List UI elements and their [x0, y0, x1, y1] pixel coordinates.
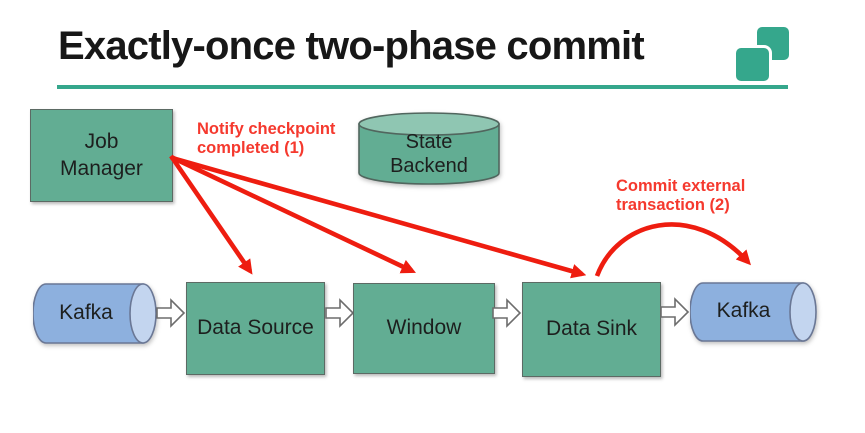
- node-window: Window: [353, 283, 495, 374]
- node-kafka-source: Kafka: [33, 283, 157, 344]
- node-kafka-sink: Kafka: [690, 282, 817, 342]
- block-arrow-right-icon: [492, 298, 522, 328]
- pipe-cylinder-icon: [33, 283, 157, 344]
- node-label-line: Backend: [390, 155, 468, 178]
- logo-overlapping-squares-icon: [736, 27, 790, 82]
- annotation-line: Commit external: [616, 177, 746, 195]
- node-data-source: Data Source: [186, 282, 325, 375]
- block-arrow-right-icon: [660, 297, 690, 327]
- block-arrow-right-icon: [325, 298, 355, 328]
- block-arrow-right-icon: [156, 298, 186, 328]
- arrow-commit-data-sink-to-kafka: [594, 222, 751, 277]
- node-label-line: Job: [84, 130, 119, 154]
- logo-square-front: [736, 48, 769, 81]
- annotation-line: transaction (2): [616, 196, 730, 215]
- node-label: Kafka: [716, 299, 771, 322]
- node-data-sink: Data Sink: [522, 282, 661, 377]
- pipe-cylinder-icon: [690, 282, 817, 342]
- arrow-notify-to-data-source: [169, 154, 253, 275]
- slide-title: Exactly-once two-phase commit: [58, 24, 645, 68]
- node-label: Kafka: [59, 301, 113, 324]
- node-label: Data Source: [197, 316, 314, 340]
- annotation-line: completed (1): [197, 139, 305, 158]
- node-label-line: State: [405, 131, 453, 153]
- node-state-backend: State Backend: [358, 112, 500, 186]
- node-label-line: Manager: [60, 156, 143, 180]
- annotation-commit-external: Commit external transaction (2): [616, 177, 745, 216]
- node-job-manager: Job Manager: [30, 109, 173, 202]
- title-underline: [57, 85, 788, 89]
- annotation-notify-checkpoint: Notify checkpoint completed (1): [197, 120, 335, 159]
- annotation-line: Notify checkpoint: [197, 120, 336, 138]
- node-label: Window: [386, 316, 462, 340]
- node-label: State Backend: [358, 130, 500, 179]
- node-label: Data Sink: [545, 317, 638, 341]
